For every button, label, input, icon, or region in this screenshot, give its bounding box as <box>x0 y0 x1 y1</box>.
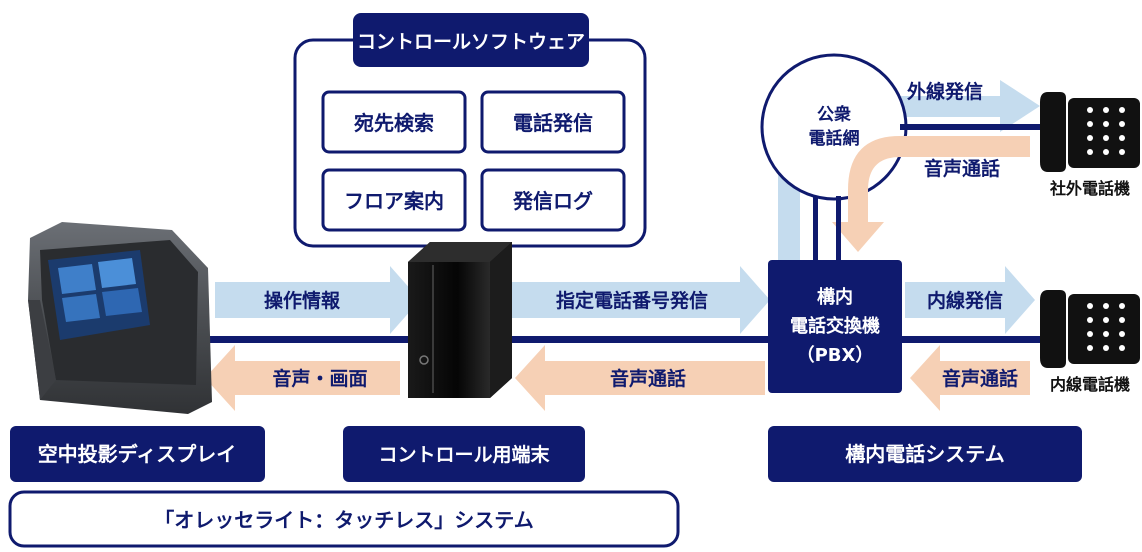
pbx-label-line3: （PBX） <box>797 345 874 366</box>
phone-system-label-box <box>768 426 1082 482</box>
external-phone-label: 社外電話機 <box>1049 179 1130 198</box>
software-title-box <box>353 13 589 67</box>
pbx-label-line1: 構内 <box>817 286 853 308</box>
operation-info-arrow <box>215 266 420 334</box>
function-call-log[interactable]: 発信ログ <box>480 168 626 232</box>
public-network-label-2: 電話網 <box>809 128 860 149</box>
function-label: 電話発信 <box>513 111 593 135</box>
public-network-label: 公衆 <box>817 104 851 125</box>
internal-voice-label: 音声通話 <box>942 367 1018 390</box>
external-voice-arrow <box>832 136 1030 252</box>
operation-info-label: 操作情報 <box>264 289 341 312</box>
internal-voice-arrow <box>910 345 1030 411</box>
public-network <box>760 53 908 201</box>
function-label: 発信ログ <box>512 189 593 213</box>
control-terminal-label: コントロール用端末 <box>378 443 550 466</box>
terminal-voice-arrow <box>515 345 765 411</box>
function-label: 宛先検索 <box>353 111 434 135</box>
system-name: 「オレッセライト：タッチレス」システム <box>154 508 533 532</box>
aerial-display-label: 空中投影ディスプレイ <box>38 442 237 466</box>
designated-call-arrow <box>512 266 770 334</box>
internal-call-arrow <box>905 266 1035 334</box>
internal-call-label: 内線発信 <box>927 289 1003 312</box>
control-terminal-label-box <box>343 426 585 482</box>
aerial-display-label-box <box>10 426 265 482</box>
network-pbx-line <box>813 196 818 262</box>
voice-screen-label: 音声・画面 <box>272 367 367 390</box>
function-label: フロア案内 <box>344 189 444 213</box>
function-destination-search[interactable]: 宛先検索 <box>321 90 467 154</box>
external-call-label: 外線発信 <box>907 80 983 103</box>
control-terminal-icon <box>408 242 512 398</box>
main-line <box>200 336 1050 343</box>
external-call-arrow <box>778 80 1040 262</box>
terminal-voice-label: 音声通話 <box>610 367 686 390</box>
external-phone-icon <box>1040 92 1140 172</box>
designated-call-label: 指定電話番号発信 <box>556 289 708 312</box>
function-phone-call[interactable]: 電話発信 <box>480 90 626 154</box>
system-name-box <box>8 490 680 548</box>
software-title: コントロールソフトウェア <box>357 31 585 53</box>
external-voice-label: 音声通話 <box>924 157 1000 180</box>
pbx-box <box>768 260 902 393</box>
external-line <box>900 124 1048 130</box>
network-pbx-line-2 <box>836 196 841 262</box>
function-floor-guide[interactable]: フロア案内 <box>321 168 467 232</box>
phone-system-label: 構内電話システム <box>845 442 1004 466</box>
voice-screen-arrow <box>205 345 400 411</box>
internal-phone-label: 内線電話機 <box>1050 375 1130 394</box>
internal-phone-icon <box>1040 290 1140 368</box>
pbx-label-line2: 電話交換機 <box>790 315 880 337</box>
aerial-display-icon <box>28 222 212 414</box>
